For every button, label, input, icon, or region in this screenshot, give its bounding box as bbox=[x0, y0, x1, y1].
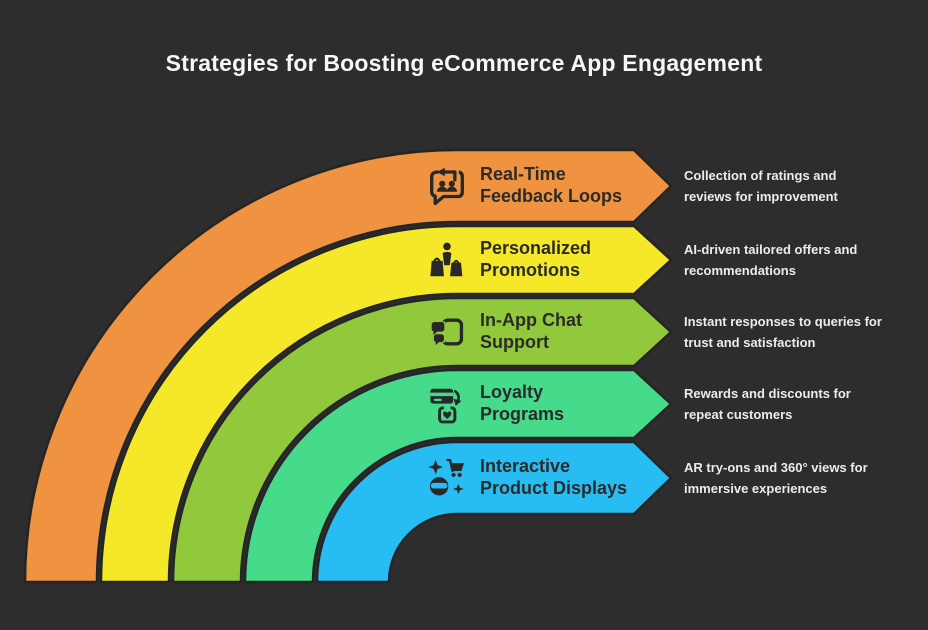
row-title-line2: Feedback Loops bbox=[480, 186, 623, 206]
description-line2: repeat customers bbox=[684, 407, 793, 422]
row-title-line2: Product Displays bbox=[480, 478, 628, 498]
row-title-line2: Support bbox=[480, 332, 549, 352]
feedback-bubble-icon bbox=[430, 167, 464, 206]
description-line2: reviews for improvement bbox=[684, 189, 838, 204]
row-title-line1: Loyalty bbox=[480, 382, 544, 403]
description-line2: immersive experiences bbox=[684, 481, 828, 496]
row-real-time-feedback-label: Real-Time Feedback Loops bbox=[426, 150, 656, 222]
row-title: Real-Time Feedback Loops bbox=[480, 164, 622, 208]
description-line2: recommendations bbox=[684, 263, 796, 278]
row-personalized-promotions-label: Personalized Promotions bbox=[426, 226, 656, 294]
description-line1: AR try-ons and 360° views for bbox=[684, 459, 868, 475]
row-interactive-displays-label: Interactive Product Displays bbox=[426, 442, 656, 514]
row-title-line2: Promotions bbox=[480, 260, 581, 280]
row-loyalty-programs-label: Loyalty Programs bbox=[426, 370, 656, 438]
band-real-time-feedback bbox=[23, 148, 673, 584]
band-loyalty-programs bbox=[243, 368, 673, 584]
chat-device-icon bbox=[431, 318, 464, 346]
shopper-bags-icon bbox=[430, 242, 463, 277]
row-title: In-App Chat Support bbox=[480, 310, 582, 354]
band-personalized-promotions bbox=[99, 224, 673, 584]
description-line2: trust and satisfaction bbox=[684, 335, 816, 350]
row-in-app-chat-label: In-App Chat Support bbox=[426, 298, 656, 366]
band-in-app-chat bbox=[171, 296, 673, 584]
row-loyalty-programs-description: Rewards and discounts for repeat custome… bbox=[684, 381, 924, 427]
row-title-line1: Real-Time bbox=[480, 164, 566, 185]
loyalty-card-bag-icon bbox=[430, 388, 462, 424]
row-title-line2: Programs bbox=[480, 404, 565, 424]
description-line1: AI-driven tailored offers and bbox=[684, 241, 858, 257]
row-title-line1: Personalized bbox=[480, 238, 592, 259]
row-title-line1: In-App Chat bbox=[480, 310, 582, 331]
row-title: Loyalty Programs bbox=[480, 382, 564, 426]
description-line1: Instant responses to queries for bbox=[684, 313, 882, 329]
description-line1: Collection of ratings and bbox=[684, 167, 837, 183]
row-title: Interactive Product Displays bbox=[480, 456, 627, 500]
ar-vr-cart-icon bbox=[428, 458, 465, 496]
row-title: Personalized Promotions bbox=[480, 238, 591, 282]
row-interactive-displays-description: AR try-ons and 360° views for immersive … bbox=[684, 455, 924, 501]
description-line1: Rewards and discounts for bbox=[684, 385, 851, 401]
row-real-time-feedback-description: Collection of ratings and reviews for im… bbox=[684, 163, 924, 209]
row-in-app-chat-description: Instant responses to queries for trust a… bbox=[684, 309, 924, 355]
row-personalized-promotions-description: AI-driven tailored offers and recommenda… bbox=[684, 237, 924, 283]
row-title-line1: Interactive bbox=[480, 456, 571, 477]
page-title: Strategies for Boosting eCommerce App En… bbox=[165, 50, 763, 76]
band-interactive-displays bbox=[315, 440, 673, 584]
